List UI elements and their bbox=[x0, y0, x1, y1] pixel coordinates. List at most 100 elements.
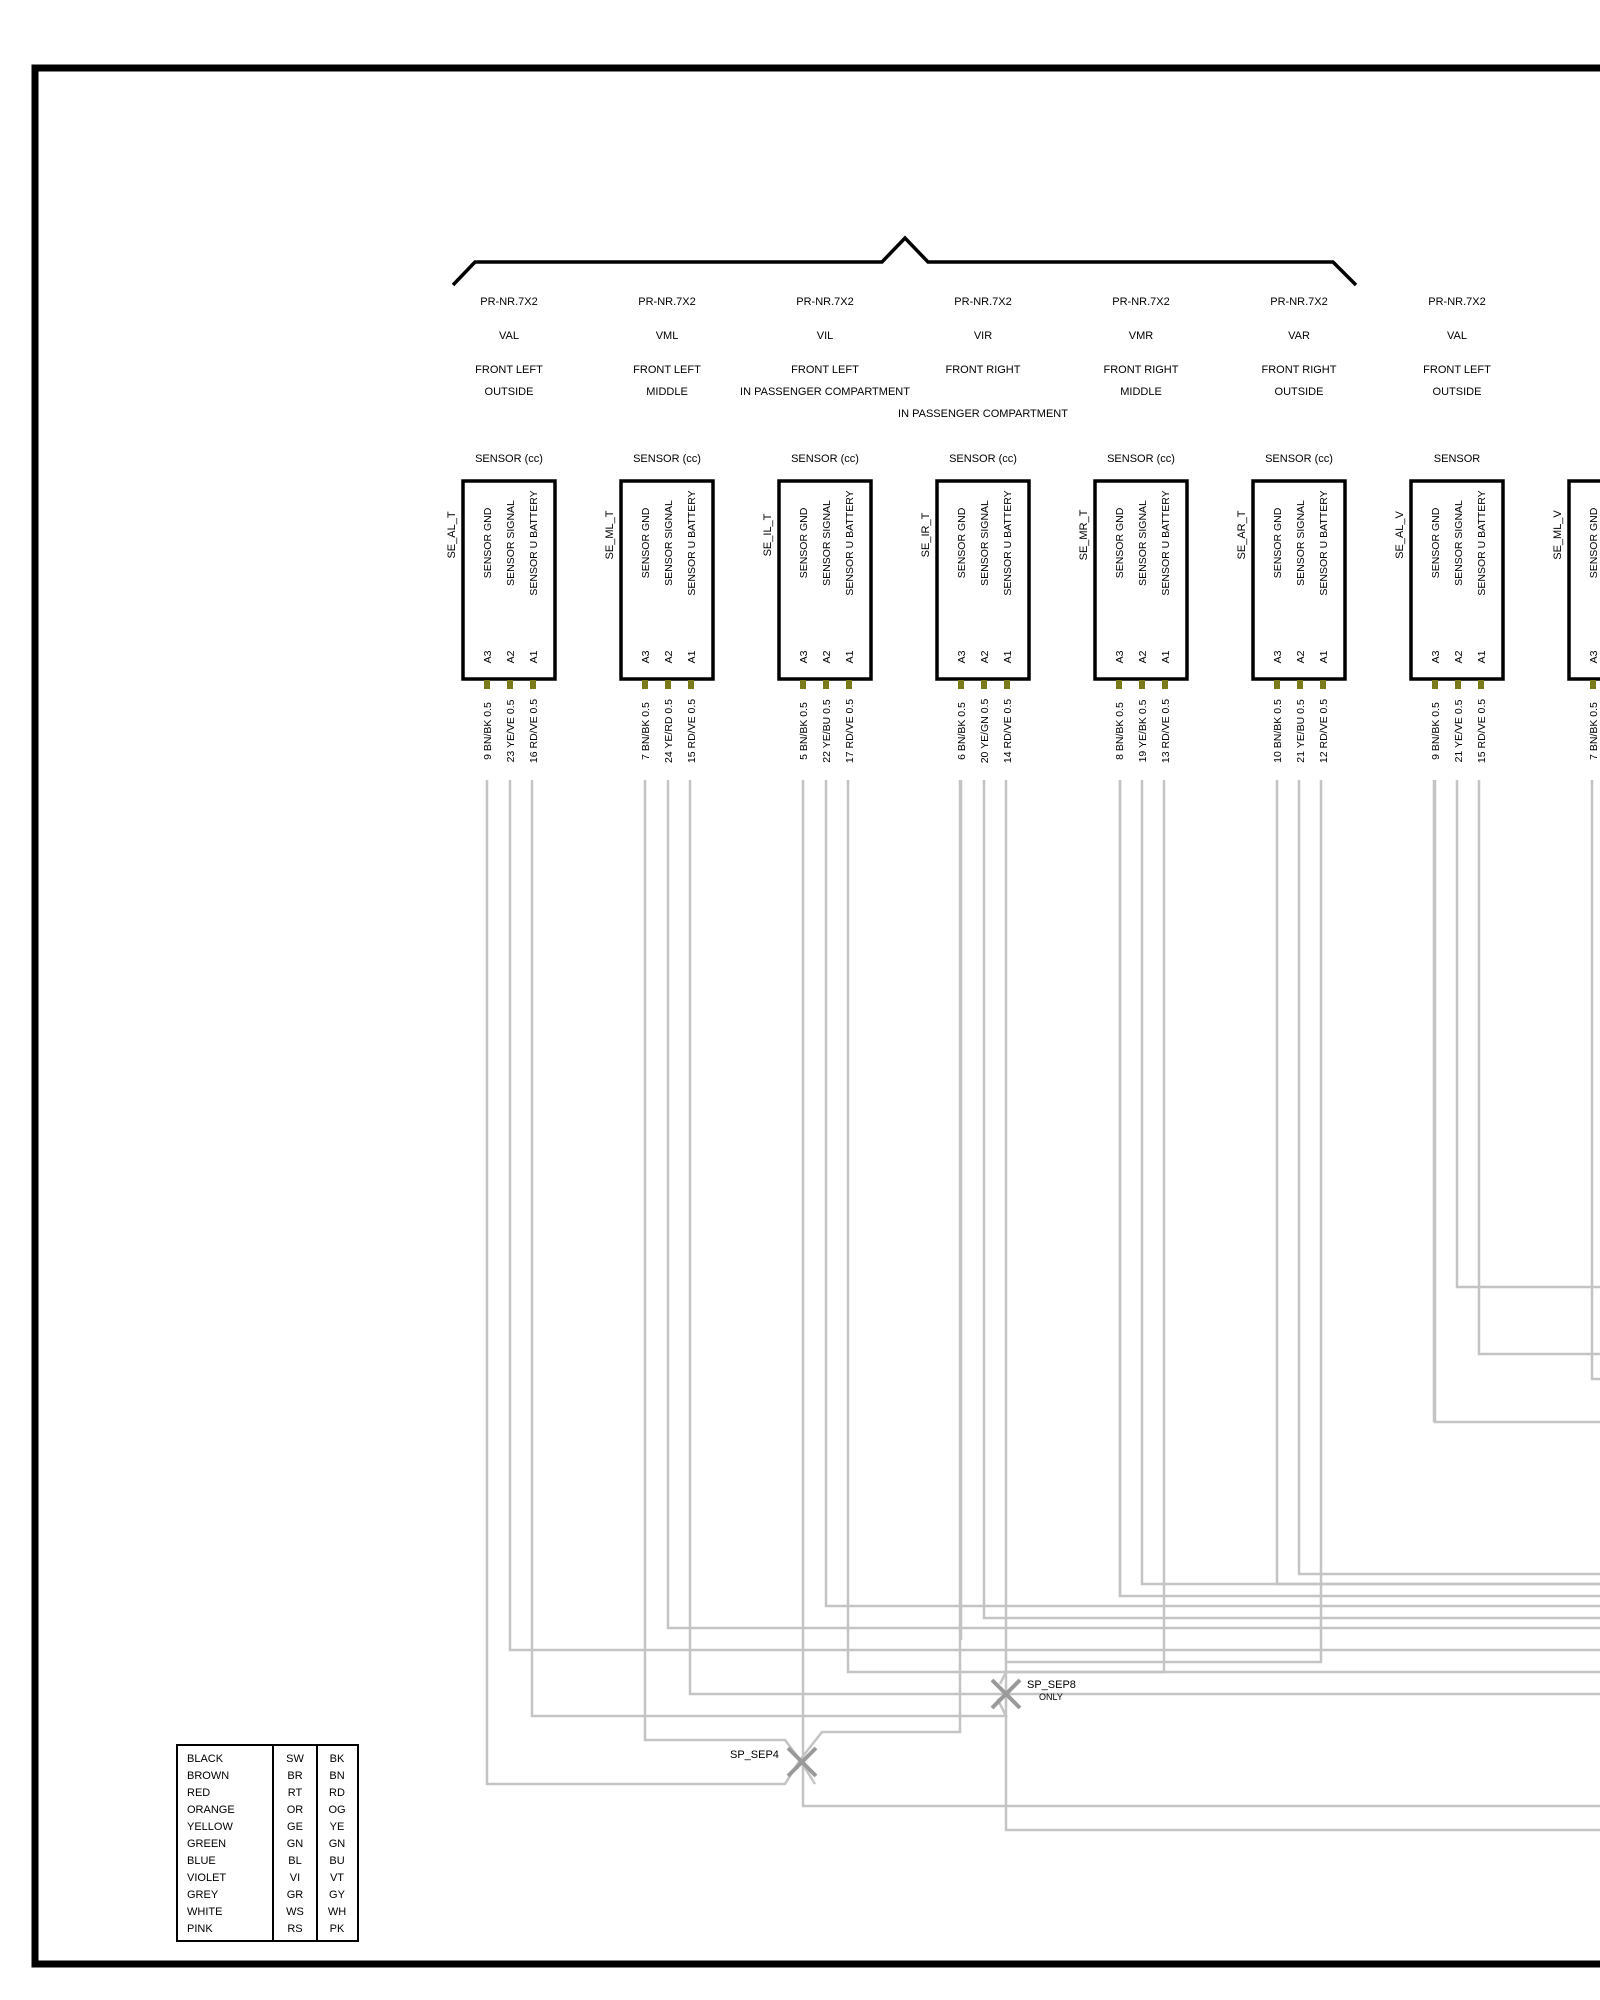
wire-label: 12 RD/VE 0.5 bbox=[1318, 699, 1330, 763]
wire-label: 14 RD/VE 0.5 bbox=[1002, 699, 1014, 763]
splice-cross-icon bbox=[786, 1746, 818, 1778]
pin-id: A3 bbox=[956, 650, 968, 663]
wire-label: 24 YE/RD 0.5 bbox=[663, 699, 675, 763]
sensor-code: VAL bbox=[1447, 330, 1467, 342]
sensor-location-1: FRONT RIGHT bbox=[1262, 364, 1337, 376]
pin-label: SENSOR U BATTERY bbox=[1160, 490, 1172, 595]
sensor-id: SE_ML_V bbox=[1552, 510, 1564, 560]
wire-route-0 bbox=[485, 780, 817, 1786]
sensor-code: VAL bbox=[499, 330, 519, 342]
wire-route-11 bbox=[1004, 780, 1600, 1832]
legend-code-en: WH bbox=[328, 1906, 346, 1918]
pin-terminal bbox=[1590, 680, 1596, 689]
wire-label: 17 RD/VE 0.5 bbox=[844, 699, 856, 763]
wire-route-10 bbox=[982, 780, 1600, 1620]
sensor-box bbox=[1409, 479, 1505, 681]
pin-terminal bbox=[665, 680, 671, 689]
pin-id: A2 bbox=[663, 650, 675, 663]
legend-code-en: VT bbox=[330, 1872, 344, 1884]
pin-label: SENSOR GND bbox=[1272, 507, 1284, 578]
sensor-type: SENSOR bbox=[1434, 453, 1481, 465]
splice-1: SP_SEP4 bbox=[730, 1746, 818, 1778]
legend-color-name: BLUE bbox=[187, 1855, 216, 1867]
legend-code-en: OG bbox=[328, 1804, 345, 1816]
pin-id: A3 bbox=[1430, 650, 1442, 663]
pin-terminal bbox=[823, 680, 829, 689]
pin-terminal bbox=[507, 680, 513, 689]
legend-code-en: BN bbox=[329, 1770, 344, 1782]
pin-label: SENSOR SIGNAL bbox=[1295, 500, 1307, 586]
wire-label: 5 BN/BK 0.5 bbox=[798, 702, 810, 760]
sensor-type: SENSOR (cc) bbox=[949, 453, 1017, 465]
sensor-box bbox=[461, 479, 557, 681]
sensor-location-2: OUTSIDE bbox=[485, 386, 534, 398]
splice-cross-icon bbox=[990, 1678, 1022, 1710]
wire-route-19 bbox=[1433, 780, 1600, 1424]
sensor-code: VMR bbox=[1129, 330, 1154, 342]
wire-route-5 bbox=[688, 780, 1006, 1696]
pin-label: SENSOR GND bbox=[482, 507, 494, 578]
legend-code-en: GN bbox=[329, 1838, 346, 1850]
sensor-id: SE_AR_T bbox=[1236, 510, 1248, 559]
wire-label: 7 BN/BK 0.5 bbox=[1588, 702, 1600, 760]
wire-label: 16 RD/VE 0.5 bbox=[528, 699, 540, 763]
pin-label: SENSOR U BATTERY bbox=[1002, 490, 1014, 595]
pin-id: A2 bbox=[979, 650, 991, 663]
wire-route-16 bbox=[1275, 780, 1600, 1586]
wire-route-22 bbox=[1590, 780, 1600, 1381]
legend-code-de: RS bbox=[287, 1923, 302, 1935]
pin-label: SENSOR GND bbox=[798, 507, 810, 578]
pin-label: SENSOR U BATTERY bbox=[844, 490, 856, 595]
pin-terminal bbox=[484, 680, 490, 689]
wire-route-6 bbox=[801, 780, 1600, 1808]
sensor-code: VIL bbox=[817, 330, 834, 342]
pin-terminal bbox=[642, 680, 648, 689]
pin-label: SENSOR SIGNAL bbox=[663, 500, 675, 586]
pin-terminal bbox=[530, 680, 536, 689]
wire-route-7 bbox=[824, 780, 1600, 1608]
pin-id: A3 bbox=[1588, 650, 1600, 663]
wire-label: 23 YE/VE 0.5 bbox=[505, 699, 517, 762]
pin-terminal bbox=[846, 680, 852, 689]
sensor-location-1: FRONT LEFT bbox=[791, 364, 859, 376]
sensor-code: VAR bbox=[1288, 330, 1310, 342]
wire-label: 7 BN/BK 0.5 bbox=[640, 702, 652, 760]
legend-color-name: BLACK bbox=[187, 1753, 224, 1765]
wire-label: 20 YE/GN 0.5 bbox=[979, 699, 991, 764]
splice-label: SP_SEP4 bbox=[730, 1749, 779, 1761]
pin-terminal bbox=[1116, 680, 1122, 689]
pin-id: A2 bbox=[821, 650, 833, 663]
pin-label: SENSOR U BATTERY bbox=[1476, 490, 1488, 595]
sensor-part-number: PR-NR.7X2 bbox=[796, 296, 853, 308]
sensor-type: SENSOR (cc) bbox=[1265, 453, 1333, 465]
pin-label: SENSOR U BATTERY bbox=[528, 490, 540, 595]
sensor-part-number: PR-NR.7X2 bbox=[1270, 296, 1327, 308]
pin-label: SENSOR U BATTERY bbox=[686, 490, 698, 595]
sensor-location-1: FRONT LEFT bbox=[475, 364, 543, 376]
sensor-location-3: IN PASSENGER COMPARTMENT bbox=[898, 408, 1068, 420]
legend-box bbox=[176, 1744, 359, 1942]
legend-color-name: WHITE bbox=[187, 1906, 222, 1918]
wire-route-20 bbox=[1455, 780, 1600, 1289]
wire-label: 21 YE/BU 0.5 bbox=[1295, 699, 1307, 763]
sensor-part-number: PR-NR.7X2 bbox=[1112, 296, 1169, 308]
pin-id: A1 bbox=[1160, 650, 1172, 663]
sensor-location-1: FRONT LEFT bbox=[1423, 364, 1491, 376]
pin-terminal bbox=[1320, 680, 1326, 689]
pin-label: SENSOR SIGNAL bbox=[821, 500, 833, 586]
wire-route-8 bbox=[846, 780, 1600, 1674]
pin-terminal bbox=[1455, 680, 1461, 689]
pin-terminal bbox=[1432, 680, 1438, 689]
legend-color-name: RED bbox=[187, 1787, 210, 1799]
sensor-id: SE_IL_T bbox=[762, 513, 774, 556]
pin-id: A1 bbox=[1002, 650, 1014, 663]
pin-label: SENSOR GND bbox=[640, 507, 652, 578]
legend-code-en: BK bbox=[330, 1753, 345, 1765]
